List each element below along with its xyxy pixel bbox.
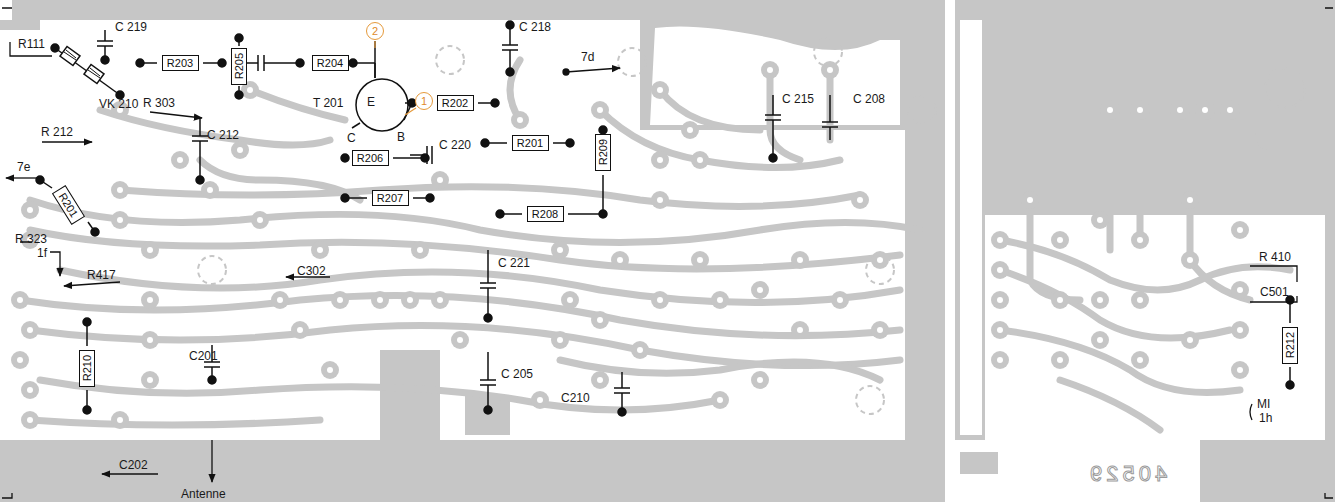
- part-name: R201: [517, 138, 543, 149]
- part-name: R209: [598, 139, 609, 165]
- part-label: 7d: [580, 50, 595, 64]
- part-label: C 218: [518, 20, 552, 34]
- resistor-symbol: R201: [512, 135, 549, 151]
- resistor-symbol: R204: [312, 55, 349, 71]
- part-label: R 323: [14, 232, 48, 246]
- part-label: VK 210: [98, 97, 139, 111]
- part-name: R203: [167, 58, 193, 69]
- resistor-symbol: R212: [1282, 327, 1298, 364]
- resistor-symbol: R206: [352, 150, 389, 166]
- part-name: R201: [56, 191, 79, 219]
- part-label: R417: [86, 268, 117, 282]
- resistor-symbol: R209: [595, 134, 611, 171]
- part-label: C: [346, 131, 357, 145]
- resistor-symbol: R210: [79, 350, 95, 387]
- part-label: C 215: [781, 92, 815, 106]
- callout-number: 2: [372, 26, 378, 37]
- transistor-symbol: [352, 41, 412, 131]
- part-label: C201: [188, 349, 219, 363]
- part-label: C501: [1259, 285, 1290, 299]
- part-label: Antenne: [180, 487, 227, 501]
- part-name: R205: [234, 53, 245, 79]
- part-label: C 220: [438, 138, 472, 152]
- part-label: C202: [118, 458, 149, 472]
- part-name: R202: [442, 98, 468, 109]
- part-label: C 208: [852, 92, 886, 106]
- part-label: R111: [17, 37, 46, 51]
- part-name: R207: [377, 193, 403, 204]
- pad-holes: [17, 67, 1243, 423]
- callout-circle: 2: [366, 22, 384, 40]
- mounting-holes: [198, 38, 1305, 414]
- component-symbols: [36, 21, 1294, 416]
- part-label: R 410: [1258, 250, 1292, 264]
- resistor-symbol: R202: [437, 95, 474, 111]
- part-label: C302: [296, 264, 327, 278]
- pcb-pads: [11, 61, 1249, 429]
- part-label: 1f: [36, 246, 48, 260]
- resistor-symbol: R205: [231, 48, 247, 85]
- part-label: R 303: [142, 96, 176, 110]
- part-name: R208: [532, 209, 558, 220]
- callout-number: 1: [421, 96, 427, 107]
- board-number: 40529: [1085, 462, 1168, 486]
- part-label: C 221: [497, 256, 531, 270]
- part-name: R204: [317, 58, 343, 69]
- part-name: R206: [357, 153, 383, 164]
- board-clearance: [0, 0, 1335, 440]
- resistor-symbol: R208: [527, 206, 564, 222]
- part-label: C 212: [206, 128, 240, 142]
- part-label: MI: [1256, 397, 1271, 411]
- pcb-traces: [20, 60, 1290, 430]
- part-label: B: [396, 130, 406, 144]
- part-label: C 219: [114, 20, 148, 34]
- callout-circle: 1: [415, 92, 433, 110]
- part-label: 7e: [16, 160, 31, 174]
- part-name: R212: [1285, 332, 1296, 358]
- part-label: E: [366, 95, 376, 109]
- resistor-symbol: R207: [372, 190, 409, 206]
- part-label: C 205: [500, 367, 534, 381]
- leader-lines: [2, 8, 1333, 498]
- resistor-symbol: R203: [162, 55, 199, 71]
- callout-leaders: [375, 41, 416, 115]
- part-name: R210: [82, 355, 93, 381]
- part-label: T 201: [312, 96, 344, 110]
- part-label: R 212: [40, 125, 74, 139]
- part-label: C210: [560, 391, 591, 405]
- part-label: 1h: [1258, 411, 1273, 425]
